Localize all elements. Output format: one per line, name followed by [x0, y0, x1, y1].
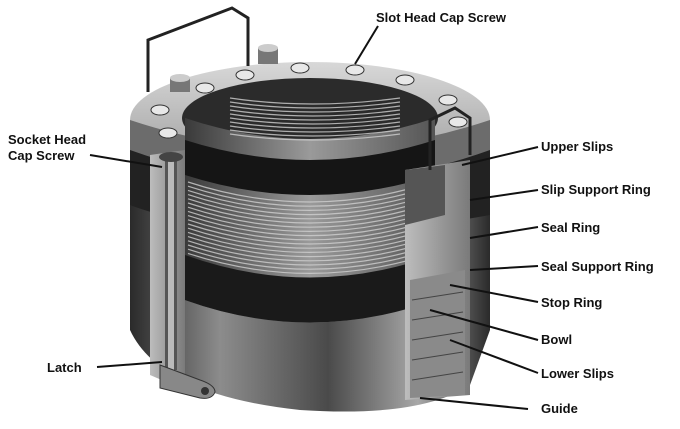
thread-line [187, 227, 433, 249]
thread-line [187, 202, 433, 224]
upper-thread-line [229, 109, 401, 117]
thread-line [187, 185, 433, 207]
upper-thread-line [229, 113, 401, 121]
upper-thread-line [229, 129, 401, 137]
thread-line [187, 215, 433, 237]
flange-screws [150, 62, 468, 139]
thread-line [187, 198, 433, 220]
label-guide: Guide [541, 401, 578, 416]
thread-line [187, 194, 433, 216]
thread-line [187, 244, 433, 266]
thread-line [187, 189, 433, 211]
leader-lines [89, 25, 539, 410]
label-seal-support-ring: Seal Support Ring [541, 259, 654, 274]
upper-thread-line [229, 117, 401, 125]
right-cutaway [405, 160, 470, 400]
label-slot-head-cap-screw: Slot Head Cap Screw [376, 10, 507, 25]
thread-line [187, 206, 433, 228]
upper-thread-line [229, 101, 401, 109]
thread-line [187, 231, 433, 253]
label-lower-slips: Lower Slips [541, 366, 614, 381]
label-socket-head-line2: Cap Screw [8, 148, 75, 163]
thread-line [187, 210, 433, 232]
thread-line [187, 181, 433, 203]
label-socket-head-cap-screw: Socket Head Cap Screw [8, 132, 118, 164]
label-slip-support-ring: Slip Support Ring [541, 182, 651, 197]
latch-arm [159, 364, 216, 399]
label-stop-ring: Stop Ring [541, 295, 603, 310]
upper-thread-line [229, 105, 401, 113]
thread-line [187, 236, 433, 258]
label-upper-slips: Upper Slips [541, 139, 614, 154]
bolt-heads [170, 44, 278, 92]
thread-line [187, 252, 433, 274]
label-bowl: Bowl [541, 332, 573, 347]
label-latch: Latch [47, 360, 82, 375]
thread-line [187, 219, 433, 241]
lifting-handles [146, 6, 472, 170]
upper-thread-line [229, 97, 401, 105]
threaded-bore [185, 97, 435, 323]
upper-thread-line [229, 121, 401, 129]
thread-line [187, 240, 433, 262]
label-seal-ring: Seal Ring [541, 220, 601, 235]
thread-line [187, 223, 433, 245]
thread-line [187, 248, 433, 270]
upper-thread-line [229, 133, 401, 141]
label-socket-head-line1: Socket Head [8, 132, 87, 147]
upper-thread-line [229, 125, 401, 133]
left-cutaway [150, 150, 185, 390]
